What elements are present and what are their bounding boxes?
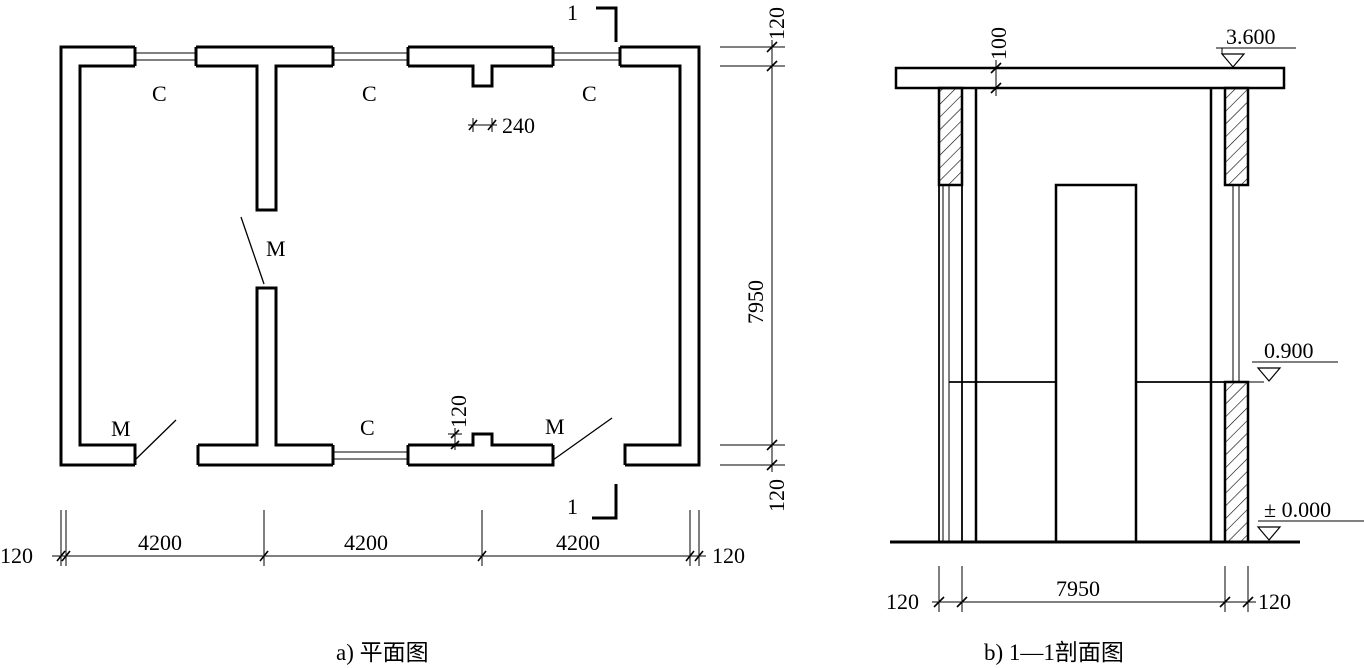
dim-text-120-left: 120 — [0, 543, 33, 568]
dim-text-7950-plan: 7950 — [743, 280, 768, 324]
right-sill-hatch — [1223, 380, 1250, 544]
section-view: 3.600 0.900 ± 0.000 100 — [886, 24, 1364, 665]
dim-pilaster-width: 240 — [468, 113, 535, 138]
door-swing-left — [134, 419, 177, 461]
elevation-mark-sill: 0.900 — [1248, 338, 1338, 383]
section-mark-label-top: 1 — [567, 0, 578, 25]
dim-chain-right: 120 7950 120 — [720, 7, 789, 512]
dim-text-120-section-right: 120 — [1258, 589, 1291, 614]
elev-text-top: 3.600 — [1226, 24, 1276, 49]
dim-text-7950-section: 7950 — [1056, 576, 1100, 601]
dim-text-100: 100 — [986, 27, 1011, 60]
dim-text-240: 240 — [502, 113, 535, 138]
right-lintel-hatch — [1223, 86, 1250, 187]
section-mark-label-bottom: 1 — [567, 494, 578, 519]
plan-inner-wall-right — [620, 64, 682, 465]
section-mark-bottom — [592, 484, 618, 520]
window-label-2: C — [362, 81, 377, 106]
dim-roof-thickness: 100 — [986, 27, 1011, 96]
elev-text-ground: ± 0.000 — [1264, 497, 1331, 522]
elevation-mark-top: 3.600 — [1216, 24, 1296, 68]
window-label-3: C — [582, 81, 597, 106]
section-left-wall — [937, 86, 978, 542]
dim-text-120-pilaster: 120 — [446, 395, 471, 428]
plan-inner-wall-left-room — [78, 64, 137, 465]
door-label-interior: M — [266, 236, 286, 261]
plan-inner-wall-top-right — [408, 64, 553, 88]
section-right-wall — [1209, 86, 1250, 544]
window-label-1: C — [152, 81, 167, 106]
plan-inner-wall-bottom — [408, 432, 553, 447]
window-label-4: C — [360, 415, 375, 440]
door-swing-interior — [240, 216, 265, 285]
floor-plan: C C C C M M M 1 1 240 — [0, 0, 789, 665]
dim-text-4200-2: 4200 — [344, 530, 388, 555]
elevation-mark-ground: ± 0.000 — [1256, 497, 1364, 541]
section-mark-top — [596, 6, 618, 42]
door-label-right: M — [545, 414, 565, 439]
dim-text-120-right: 120 — [712, 543, 745, 568]
roof-slab — [894, 66, 1286, 90]
left-lintel-hatch — [937, 86, 964, 187]
dim-text-120-bottom: 120 — [764, 479, 789, 512]
plan-wall-caps — [133, 47, 622, 465]
plan-interior-partition — [196, 64, 333, 212]
dim-text-4200-1: 4200 — [138, 530, 182, 555]
plan-window-bottom — [333, 451, 408, 460]
plan-caption: a) 平面图 — [336, 640, 429, 665]
dim-text-120-section-left: 120 — [886, 589, 919, 614]
plan-outer-wall — [59, 45, 701, 467]
plan-window-top-3 — [553, 52, 620, 61]
door-swing-right — [552, 417, 613, 461]
dim-text-4200-3: 4200 — [556, 530, 600, 555]
door-label-left: M — [111, 416, 131, 441]
dim-pilaster-depth: 120 — [446, 395, 471, 450]
dim-chain-section: 120 7950 120 — [886, 566, 1291, 614]
plan-window-top-1 — [135, 52, 196, 61]
plan-window-top-2 — [333, 52, 408, 61]
elev-text-sill: 0.900 — [1264, 338, 1314, 363]
dim-chain-bottom: 120 4200 4200 4200 120 — [0, 510, 745, 568]
plan-interior-partition-lower — [198, 286, 333, 447]
dim-text-120-top: 120 — [764, 7, 789, 40]
section-caption: b) 1—1剖面图 — [984, 640, 1124, 665]
section-door-opening — [1054, 183, 1138, 544]
